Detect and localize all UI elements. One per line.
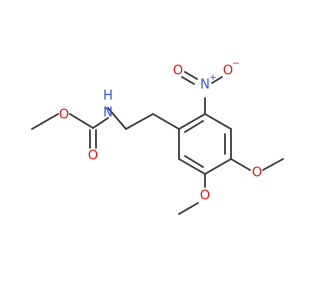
- nitro-oxygen-charge: −: [232, 59, 240, 69]
- bond-o4-methyl: [262, 158, 284, 171]
- ring-bond-5: [178, 158, 206, 175]
- bond-o-carbonyl-c: [69, 113, 94, 129]
- oxygen-label-nitro-left: O: [173, 64, 183, 79]
- ring-bond-2: [204, 113, 232, 130]
- ring-double-1: [184, 120, 204, 133]
- nitro-nitrogen-charge: +: [209, 73, 217, 83]
- bond-n-ch2: [107, 107, 127, 130]
- bond-methyl-o: [31, 113, 59, 130]
- bond-ch2-ch2: [125, 113, 154, 130]
- structure-svg: O O N H N + O O − O O: [31, 59, 284, 215]
- bond-nitro-n-o-double-a: [181, 76, 195, 85]
- nitrogen-label-carbamate: N: [103, 106, 113, 121]
- ring-bond-4: [204, 158, 232, 175]
- ring-double-3: [184, 155, 204, 168]
- molecule-diagram: O O N H N + O O − O O: [31, 59, 284, 215]
- nitrogen-label-nitro: N: [200, 78, 210, 93]
- bond-o5-methyl: [178, 202, 199, 215]
- oxygen-label-ester: O: [59, 108, 69, 123]
- hydrogen-label-carbamate: H: [103, 89, 113, 104]
- oxygen-label-nitro-right: O: [223, 64, 233, 79]
- oxygen-label-carbonyl: O: [88, 149, 98, 164]
- bond-c-n: [92, 117, 109, 129]
- bond-nitro-n-o-single: [211, 76, 223, 84]
- oxygen-label-methoxy-4: O: [252, 166, 262, 181]
- bond-ch2-ring: [152, 113, 180, 130]
- bond-ring-o4: [230, 158, 251, 171]
- ring-bond-1: [178, 113, 206, 130]
- oxygen-label-methoxy-5: O: [200, 189, 210, 204]
- bond-nitro-n-o-double-b: [184, 71, 198, 80]
